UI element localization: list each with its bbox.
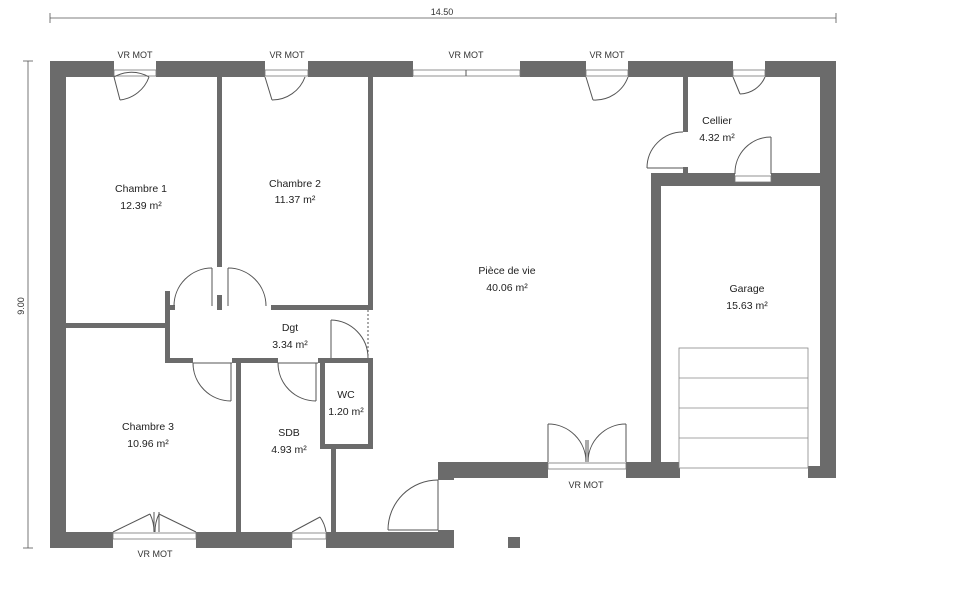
door-swing-cellier xyxy=(646,131,684,169)
room-name-chambre1: Chambre 1 xyxy=(115,183,167,195)
wall-top-4 xyxy=(520,61,586,77)
window-labels: VR MOT VR MOT VR MOT VR MOT VR MOT VR MO… xyxy=(118,50,626,559)
window-swing-cellier xyxy=(739,76,766,95)
window-label-top-chambre2: VR MOT xyxy=(270,50,306,60)
room-name-garage: Garage xyxy=(729,283,764,295)
pillar xyxy=(508,537,520,548)
wall-cellier-bottom-1 xyxy=(651,173,735,178)
room-area-chambre1: 12.39 m² xyxy=(120,200,162,212)
wall-ch1-ch2 xyxy=(217,77,222,267)
wall-bottom-2 xyxy=(196,532,292,548)
room-area-wc: 1.20 m² xyxy=(328,406,364,418)
wall-sdb-wc xyxy=(320,361,325,448)
window-swing-ch3-left xyxy=(149,513,155,533)
wall-bottom-1 xyxy=(50,532,113,548)
wall-top-3 xyxy=(308,61,413,77)
room-area-dgt: 3.34 m² xyxy=(272,339,308,351)
wall-wc-right xyxy=(368,358,373,448)
room-area-cellier: 4.32 m² xyxy=(699,132,735,144)
room-name-chambre2: Chambre 2 xyxy=(269,178,321,190)
wall-left xyxy=(50,61,66,548)
room-labels: Chambre 1 12.39 m² Chambre 2 11.37 m² Pi… xyxy=(115,115,768,456)
door-swing-ch3 xyxy=(192,362,232,402)
wall-wc-bottom xyxy=(320,444,373,449)
wall-dgt-left xyxy=(165,291,170,361)
window-swing-ch2 xyxy=(271,76,306,101)
wall-right xyxy=(820,61,836,478)
wall-ch2-living xyxy=(368,77,373,310)
wall-top-6 xyxy=(765,61,836,77)
wall-living-step-low xyxy=(438,530,454,548)
window-bottom-chambre3 xyxy=(112,532,197,540)
wall-bottom-3 xyxy=(326,532,454,548)
door-swings xyxy=(112,71,772,533)
room-name-chambre3: Chambre 3 xyxy=(122,421,174,433)
wall-dgt-bottom-3 xyxy=(318,358,372,363)
window-cellier-garage xyxy=(734,175,772,183)
wall-ch3-sdb xyxy=(236,361,241,532)
wall-ch2-bottom xyxy=(271,305,373,310)
dimension-height: 9.00 xyxy=(16,60,33,549)
door-swing-entry xyxy=(387,479,439,531)
wall-dgt-bottom-1 xyxy=(165,358,193,363)
window-swing-ch3-right xyxy=(154,513,160,533)
window-label-bottom-chambre3: VR MOT xyxy=(138,549,174,559)
exterior-walls xyxy=(50,61,836,548)
window-label-top-living-left: VR MOT xyxy=(449,50,485,60)
wall-ch1-ch3 xyxy=(66,323,167,328)
window-top-cellier xyxy=(732,69,766,77)
room-area-chambre3: 10.96 m² xyxy=(127,438,169,450)
windows xyxy=(112,69,772,540)
window-swing-living xyxy=(592,76,629,101)
room-area-garage: 15.63 m² xyxy=(726,300,768,312)
door-swing-garage xyxy=(734,136,772,175)
wall-top-2 xyxy=(156,61,265,77)
window-bottom-living xyxy=(547,462,627,470)
wall-dgt-top-left xyxy=(165,305,175,310)
window-top-chambre2 xyxy=(264,69,309,77)
window-swing-living-right xyxy=(587,423,627,463)
door-swing-wc xyxy=(330,319,369,359)
window-bottom-sdb xyxy=(291,532,327,540)
room-area-sdb: 4.93 m² xyxy=(271,444,307,456)
room-area-chambre2: 11.37 m² xyxy=(275,194,316,206)
window-swing-living-left xyxy=(547,423,587,463)
window-label-top-living-right: VR MOT xyxy=(590,50,626,60)
wall-top-5 xyxy=(628,61,733,77)
window-top-chambre1 xyxy=(113,69,157,77)
wall-cellier-left-low xyxy=(683,167,688,177)
door-swing-ch1 xyxy=(173,267,213,307)
garage-stairs xyxy=(678,347,809,469)
wall-living-bottom-1 xyxy=(438,462,548,478)
wall-garage-left xyxy=(651,173,661,478)
room-area-piece-de-vie: 40.06 m² xyxy=(486,282,528,294)
window-top-living-right xyxy=(585,69,629,77)
wall-dgt-bottom-2 xyxy=(232,358,278,363)
dimension-height-label: 9.00 xyxy=(16,297,26,315)
wall-cellier-bottom-2 xyxy=(771,173,836,178)
dimension-width: 14.50 xyxy=(49,7,837,23)
wall-right-bottom xyxy=(808,466,836,478)
wall-sdb-right xyxy=(331,446,336,532)
window-label-top-chambre1: VR MOT xyxy=(118,50,154,60)
door-swing-sdb xyxy=(277,362,317,402)
room-name-cellier: Cellier xyxy=(702,115,732,127)
window-swing-ch1 xyxy=(113,71,150,78)
window-swing-sdb xyxy=(319,516,327,533)
window-label-bottom-living: VR MOT xyxy=(569,480,605,490)
room-name-wc: WC xyxy=(337,389,355,401)
wall-ch1-ch2-low xyxy=(217,295,222,310)
wall-living-step xyxy=(438,462,454,480)
door-swing-ch2 xyxy=(227,267,267,307)
room-name-dgt: Dgt xyxy=(282,322,298,334)
dimension-width-label: 14.50 xyxy=(431,7,454,17)
room-name-piece-de-vie: Pièce de vie xyxy=(478,265,535,277)
wall-cellier-left xyxy=(683,77,688,132)
room-name-sdb: SDB xyxy=(278,427,300,439)
